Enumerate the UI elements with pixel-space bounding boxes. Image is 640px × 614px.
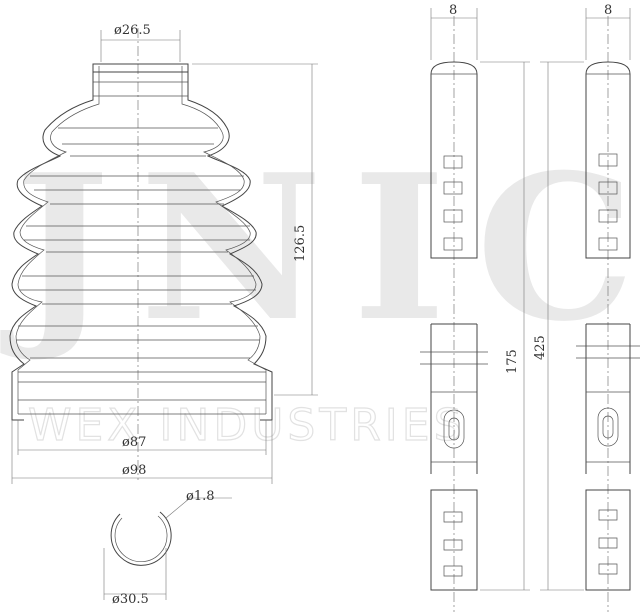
clamp-ring-inner — [114, 515, 168, 563]
label-clamp-wire-diameter: ø1.8 — [186, 489, 215, 504]
strap-1-bottom-segment — [430, 489, 478, 591]
boot-outer-profile-right — [187, 64, 273, 421]
label-strap-length-1: 175 — [505, 349, 520, 374]
label-strap-width-1: 8 — [449, 3, 457, 18]
label-strap-width-2: 8 — [604, 3, 612, 18]
label-clamp-diameter: ø30.5 — [112, 592, 149, 607]
strap-2-bottom-segment — [585, 489, 631, 591]
boot-top-collar — [92, 63, 189, 73]
dim-boot-height: 126.5 — [192, 63, 318, 396]
clamp-ring-outer — [110, 511, 172, 566]
watermark-brand: JNIC — [0, 131, 640, 366]
strap-2-middle-segment — [585, 323, 631, 474]
strap-425-drawing: 8 425 — [533, 3, 640, 612]
label-boot-inner-diameter: ø87 — [122, 435, 146, 450]
boot-inner-profile-left — [15, 66, 100, 414]
cv-boot-drawing: ø26.5 126.5 ø87 ø98 — [9, 23, 318, 484]
label-boot-height: 126.5 — [293, 225, 308, 262]
boot-inner-profile-right — [181, 66, 267, 414]
dim-boot-small-diameter: ø26.5 — [100, 23, 181, 62]
label-boot-outer-diameter: ø98 — [122, 463, 146, 478]
watermark-subtitle: WEX INDUSTRIES — [28, 400, 466, 451]
dim-boot-inner-diameter: ø87 — [17, 420, 267, 455]
dim-boot-outer-diameter: ø98 — [11, 420, 273, 484]
strap-1-middle-segment — [430, 323, 478, 474]
label-boot-small-diameter: ø26.5 — [114, 23, 151, 38]
clamp-ring-drawing: ø1.8 ø30.5 — [103, 489, 232, 607]
boot-outer-profile-left — [9, 64, 94, 421]
strap-175-drawing: 8 175 — [420, 3, 530, 612]
label-strap-length-2: 425 — [533, 335, 548, 360]
boot-convolution-lines — [16, 127, 266, 415]
